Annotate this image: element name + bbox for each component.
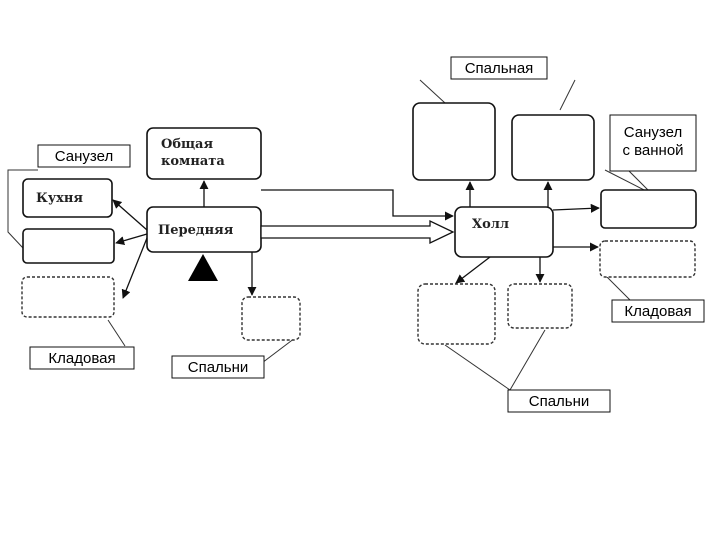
room-kladovaya-right [599,240,696,278]
arrow-to-holl-upper [261,189,454,221]
arrow-to-kukhnya [112,199,148,231]
room-spalnya-right-2 [507,283,573,329]
callout-spalni-left-box [171,355,265,379]
room-holl-label: Холл [472,217,509,232]
callout-kladovaya-left-box [29,346,135,370]
connectors [112,180,600,299]
room-obshaya-label-1: Общая [161,137,213,152]
room-kukhnya-label: Кухня [36,191,83,206]
callout-sanuzel-left-box [37,144,131,168]
callout-kladovaya-right: Кладовая [624,303,691,320]
callout-kladovaya-left: Кладовая [48,350,115,367]
callout-spalnaya: Спальная [465,60,534,77]
room-kladovaya-left [21,276,115,318]
room-kukhnya [22,178,113,218]
callout-sanuzel-vannoy-box [609,114,697,172]
arrow-to-sanuzel [115,233,148,246]
hollow-arrow-to-holl [260,219,455,245]
room-spalnaya-1 [412,102,496,181]
callout-spalni-right: Спальни [529,393,590,410]
callout-kladovaya-right-box [611,299,705,323]
room-sanuzel-left [22,228,115,264]
room-holl [454,206,554,258]
room-obshaya-label-2: комната [161,154,225,169]
room-spalnya-left [241,296,301,341]
callout-sanuzel-vannoy-1: Санузел [624,124,682,141]
callout-sanuzel-vannoy-2: с ванной [622,142,683,159]
callout-sanuzel-left: Санузел [55,148,113,165]
leader-lines [7,79,649,391]
room-obshaya-komnata [146,127,262,180]
callout-spalni-right-box [507,389,611,413]
callout-spalni-left: Спальни [188,359,249,376]
callout-spalnaya-box [450,56,548,80]
arrow-to-kladovaya-left [121,237,148,299]
room-sanuzel-vannoy [600,189,697,229]
room-perednyaya-label: Передняя [158,223,234,238]
entrance-triangle-icon [188,254,218,281]
arrow-to-sanuzel-vannoy [552,203,600,213]
room-spalnya-right-1 [417,283,496,345]
room-spalnaya-2 [511,114,595,181]
arrow-to-spalnya-right-1 [455,256,491,284]
